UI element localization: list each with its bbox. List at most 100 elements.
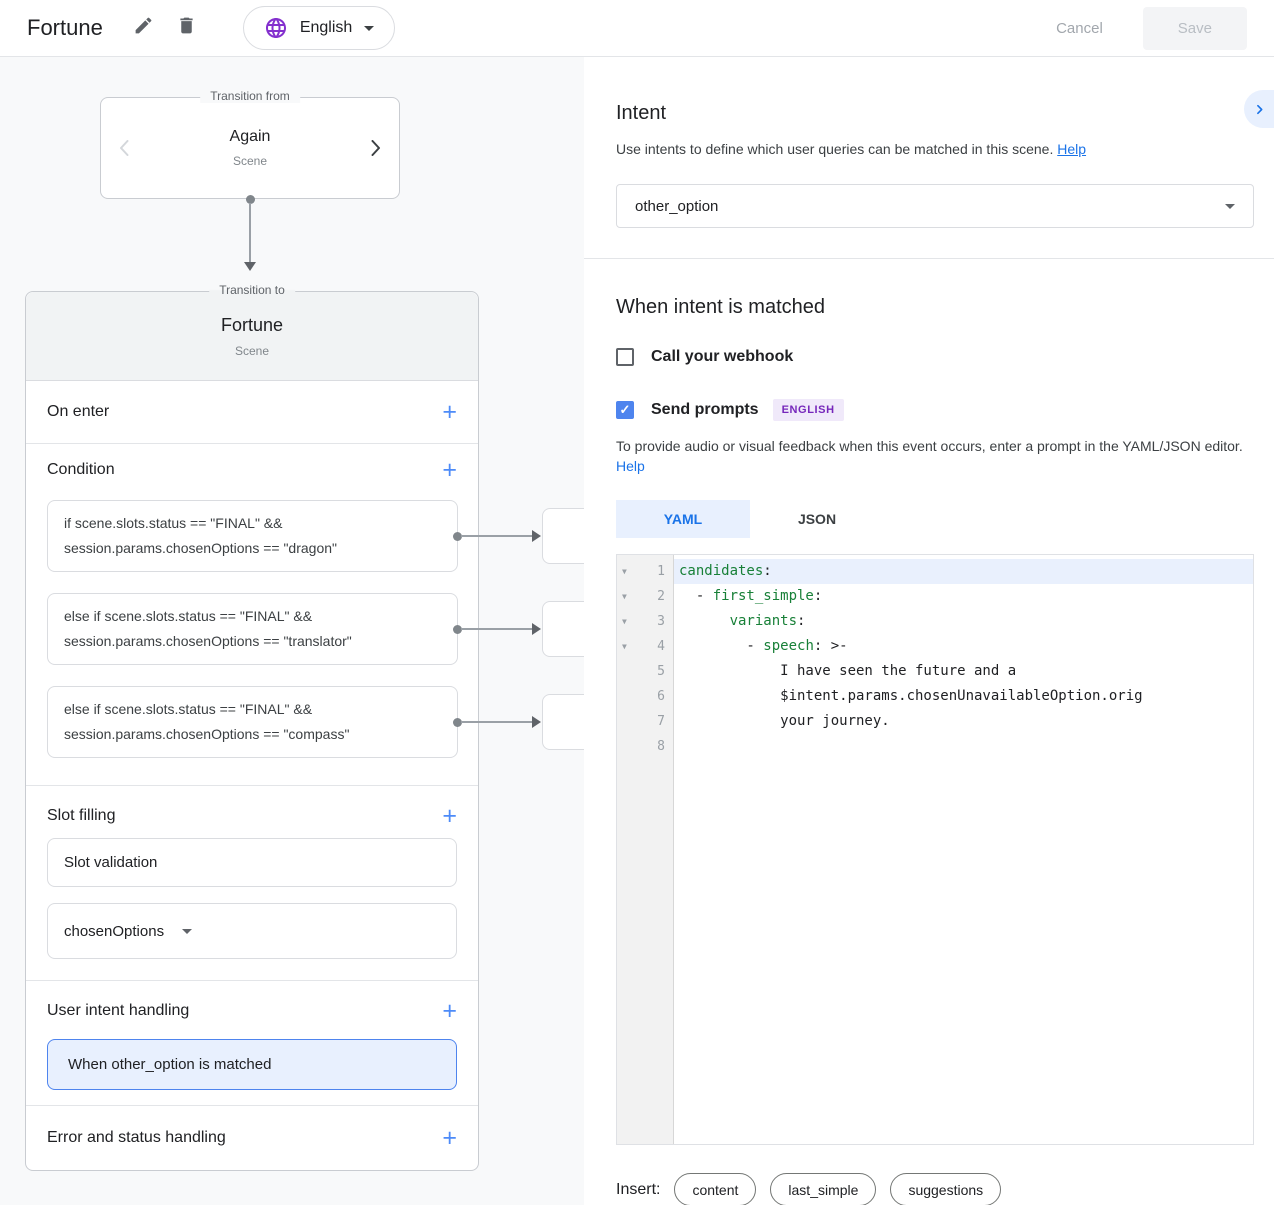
slot-filling-label: Slot filling	[47, 807, 116, 824]
save-button[interactable]: Save	[1142, 6, 1247, 50]
editor-code-area[interactable]: candidates: - first_simple: variants: - …	[674, 555, 1253, 1144]
gutter-row: 8	[617, 734, 673, 759]
scene-title: Fortune	[27, 15, 103, 40]
connector-dot	[453, 717, 462, 727]
to-scene-type: Scene	[234, 343, 270, 358]
webhook-row: Call your webhook	[616, 348, 1254, 366]
cancel-button[interactable]: Cancel	[1056, 19, 1103, 37]
send-prompts-label: Send prompts	[651, 401, 759, 418]
insert-chip-suggestions[interactable]: suggestions	[890, 1173, 1002, 1205]
transition-target-box[interactable]	[542, 694, 584, 750]
condition-box[interactable]: else if scene.slots.status == "FINAL" &&…	[47, 593, 458, 665]
gutter-row: ▼1	[617, 559, 673, 584]
code-line: - first_simple:	[679, 588, 823, 604]
transition-to-card: Transition to Fortune Scene On enter + C…	[25, 283, 584, 1171]
slot-validation-item[interactable]: Slot validation	[47, 838, 457, 887]
line-number: 7	[657, 714, 665, 729]
connector-line	[461, 628, 532, 630]
send-prompts-checkbox[interactable]: ✓	[616, 401, 634, 419]
scene-graph-panel: Transition from Again Scene Transition t…	[0, 57, 584, 1205]
edit-scene-button[interactable]	[133, 15, 154, 41]
section-condition: Condition + if scene.slots.status == "FI…	[26, 444, 584, 786]
on-enter-label: On enter	[47, 403, 110, 420]
chevron-right-icon	[1256, 104, 1262, 114]
error-handling-label: Error and status handling	[47, 1129, 226, 1146]
prompt-description: To provide audio or visual feedback when…	[616, 436, 1248, 476]
add-error-handler-button[interactable]: +	[442, 1124, 457, 1152]
send-prompts-row: ✓ Send prompts ENGLISH	[616, 399, 1254, 421]
gutter-row: 6	[617, 684, 673, 709]
slot-dropdown[interactable]: chosenOptions	[47, 903, 457, 959]
panel-title: Intent	[616, 102, 667, 124]
line-number: 3	[657, 614, 665, 629]
webhook-checkbox[interactable]	[616, 348, 634, 366]
divider	[584, 258, 1274, 259]
scene-card-header: Fortune Scene	[26, 292, 478, 381]
code-line: $intent.params.chosenUnavailableOption.o…	[679, 688, 1143, 704]
line-number: 8	[657, 739, 665, 754]
fold-toggle-icon[interactable]: ▼	[622, 617, 627, 626]
intent-description-text: Use intents to define which user queries…	[616, 141, 1054, 157]
section-slot-filling: Slot filling + Slot validation chosenOpt…	[26, 786, 478, 981]
transition-from-legend: Transition from	[200, 89, 300, 103]
gutter-row: ▼4	[617, 634, 673, 659]
fold-toggle-icon[interactable]: ▼	[622, 567, 627, 576]
tab-yaml[interactable]: YAML	[616, 500, 750, 538]
line-number: 5	[657, 664, 665, 679]
from-scene-type: Scene	[232, 154, 268, 168]
prompt-description-text: To provide audio or visual feedback when…	[616, 438, 1243, 454]
transition-target-box[interactable]	[542, 601, 584, 657]
trash-icon	[176, 15, 197, 41]
condition-box[interactable]: if scene.slots.status == "FINAL" &&sessi…	[47, 500, 458, 572]
condition-row: else if scene.slots.status == "FINAL" &&…	[47, 686, 584, 758]
condition-box[interactable]: else if scene.slots.status == "FINAL" &&…	[47, 686, 458, 758]
transition-from-card[interactable]: Transition from Again Scene	[100, 89, 400, 199]
intent-select-value: other_option	[635, 197, 719, 215]
collapse-panel-button[interactable]	[1244, 90, 1274, 128]
connector-arrowhead-icon	[244, 262, 256, 271]
insert-chip-last_simple[interactable]: last_simple	[770, 1173, 877, 1205]
section-on-enter: On enter +	[26, 381, 478, 444]
insert-chip-content[interactable]: content	[674, 1173, 757, 1205]
gutter-row: ▼3	[617, 609, 673, 634]
tab-json[interactable]: JSON	[797, 511, 837, 527]
connector-line	[249, 203, 251, 262]
condition-row: if scene.slots.status == "FINAL" &&sessi…	[47, 500, 584, 572]
intent-editor-panel: Intent Use intents to define which user …	[584, 57, 1274, 1205]
gutter-row: 5	[617, 659, 673, 684]
top-bar: Fortune English Cancel Save	[0, 0, 1274, 57]
intent-select[interactable]: other_option	[616, 184, 1254, 228]
fold-toggle-icon[interactable]: ▼	[622, 592, 627, 601]
intent-handler-item-selected[interactable]: When other_option is matched	[47, 1039, 457, 1090]
section-error-handling: Error and status handling +	[26, 1106, 478, 1170]
line-number: 1	[657, 564, 665, 579]
intent-help-link[interactable]: Help	[1057, 141, 1087, 157]
line-number: 4	[657, 639, 665, 654]
add-slot-button[interactable]: +	[442, 802, 457, 830]
delete-scene-button[interactable]	[176, 15, 197, 41]
transition-target-box[interactable]	[542, 508, 584, 564]
line-number: 2	[657, 589, 665, 604]
chevron-down-icon	[1225, 203, 1235, 209]
connector-dot	[246, 195, 255, 204]
fold-toggle-icon[interactable]: ▼	[622, 642, 627, 651]
code-line: your journey.	[679, 713, 890, 729]
connector-dot	[453, 624, 462, 634]
connector-line	[461, 721, 532, 723]
add-on-enter-button[interactable]: +	[442, 398, 457, 426]
prompt-help-link[interactable]: Help	[616, 458, 645, 474]
language-badge: ENGLISH	[772, 399, 844, 421]
line-number: 6	[657, 689, 665, 704]
chevron-left-icon[interactable]	[119, 140, 129, 156]
add-user-intent-button[interactable]: +	[442, 997, 457, 1025]
add-condition-button[interactable]: +	[442, 456, 457, 484]
user-intent-label: User intent handling	[47, 1002, 190, 1019]
language-selector[interactable]: English	[242, 6, 396, 50]
code-line: I have seen the future and a	[679, 663, 1017, 679]
connector-arrowhead-icon	[532, 530, 541, 542]
connector-arrowhead-icon	[532, 716, 541, 728]
chevron-right-icon[interactable]	[371, 140, 381, 156]
